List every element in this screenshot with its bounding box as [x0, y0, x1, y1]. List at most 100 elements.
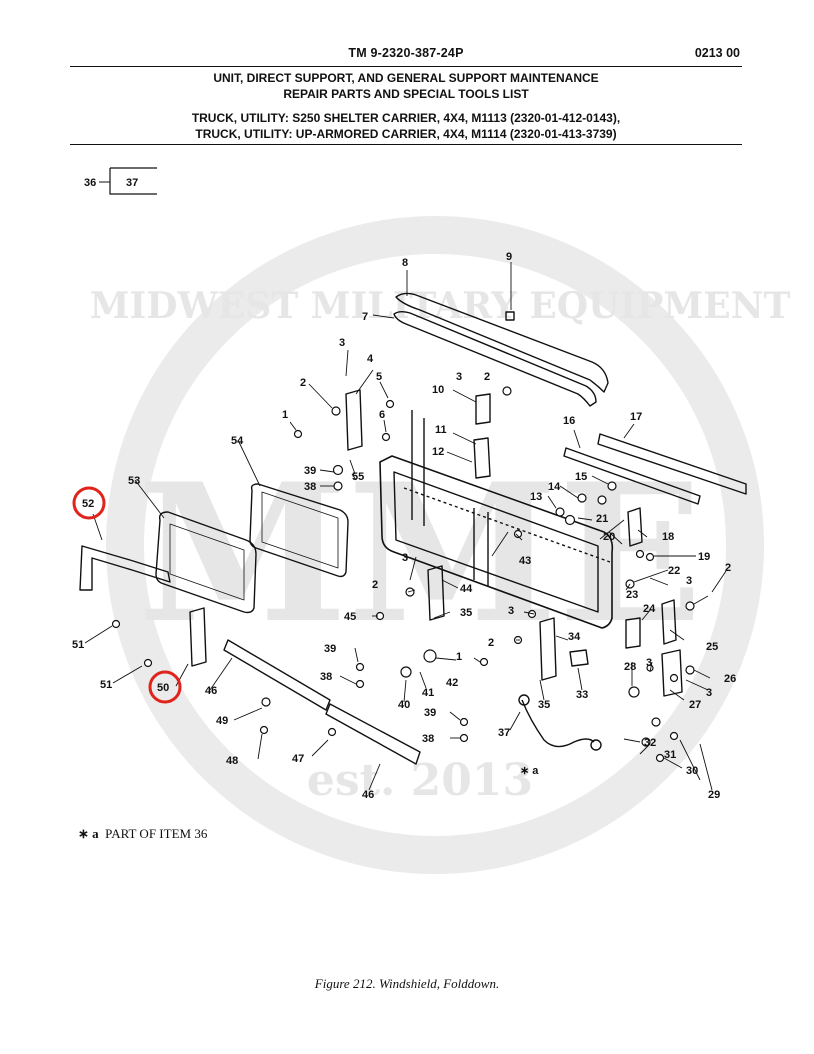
windshield-top-channel [395, 292, 609, 393]
callout-13: 13 [530, 491, 542, 503]
assembly-child-number: 37 [126, 177, 138, 189]
callout-3e: 3 [706, 687, 712, 699]
lower-rail-46-right [325, 703, 421, 765]
callout-7: 7 [362, 311, 368, 323]
callout-1b: 1 [456, 651, 462, 663]
windshield-top-seal [393, 311, 597, 407]
leader-lines [84, 262, 727, 791]
vehicle-line-1: TRUCK, UTILITY: S250 SHELTER CARRIER, 4X… [191, 111, 621, 125]
callout-24: 24 [643, 603, 656, 615]
ground-cable-37 [521, 699, 595, 748]
callout-19: 19 [698, 551, 710, 563]
callout-46b: 46 [362, 789, 374, 801]
callout-2e: 2 [488, 637, 494, 649]
callout-10: 10 [432, 384, 444, 396]
weatherstrip-17 [597, 433, 747, 495]
callout-6: 6 [379, 409, 385, 421]
vehicle-title: TRUCK, UTILITY: S250 SHELTER CARRIER, 4X… [70, 110, 742, 145]
footnote-text: PART OF ITEM 36 [105, 826, 208, 841]
callout-23: 23 [626, 589, 638, 601]
callout-9: 9 [506, 251, 512, 263]
callout-21: 21 [596, 513, 608, 525]
hinge-plate-50 [189, 607, 207, 667]
callout-11: 11 [435, 424, 447, 436]
watermark-center-text: MME [137, 442, 702, 665]
cable-end [590, 739, 602, 751]
callout-20: 20 [603, 531, 615, 543]
title-line-1: UNIT, DIRECT SUPPORT, AND GENERAL SUPPOR… [213, 71, 599, 85]
callout-2a: 2 [300, 377, 306, 389]
figure-caption: Figure 212. Windshield, Folddown. [314, 976, 500, 991]
callout-52: 52 [82, 498, 94, 510]
footnote: ∗ a PART OF ITEM 36 [78, 826, 207, 842]
callout-18: 18 [662, 531, 674, 543]
callout-29: 29 [708, 789, 720, 801]
callout-8: 8 [402, 257, 408, 269]
glass-seal [155, 511, 257, 614]
callout-37: 37 [498, 727, 510, 739]
hinge-bracket-52 [79, 545, 171, 591]
callout-15: 15 [575, 471, 587, 483]
latch-18 [627, 507, 643, 547]
windshield-glass [249, 483, 349, 578]
hinge-10 [475, 393, 491, 425]
callout-49: 49 [216, 715, 228, 727]
callout-34: 34 [568, 631, 581, 643]
tm-header-bar: TM 9-2320-387-24P 0213 00 [70, 46, 742, 67]
callout-4: 4 [367, 353, 374, 365]
callout-38b: 38 [320, 671, 332, 683]
frame-left-post [411, 410, 425, 526]
highlighted-callouts: 52 50 [72, 486, 182, 704]
windshield-frame-outer [379, 455, 614, 629]
callout-38c: 38 [422, 733, 434, 745]
callout-labels: 8 9 7 3 4 2 5 6 1 3 2 10 11 12 39 38 55 … [72, 251, 736, 801]
callout-39b: 39 [324, 643, 336, 655]
callout-2b: 2 [484, 371, 490, 383]
callout-45: 45 [344, 611, 356, 623]
callout-27: 27 [689, 699, 701, 711]
callout-44: 44 [460, 583, 473, 595]
callout-39c: 39 [424, 707, 436, 719]
watermark-bottom-text: est. 2013 [307, 755, 533, 806]
callout-3c: 3 [686, 575, 692, 587]
callout-53: 53 [128, 475, 140, 487]
callout-25: 25 [706, 641, 718, 653]
harness-part-note: ∗ a [520, 765, 539, 777]
callout-51b: 51 [100, 679, 112, 691]
footnote-marker: ∗ a [78, 826, 99, 841]
callout-38a: 38 [304, 481, 316, 493]
frame-center-post [473, 508, 489, 586]
hinge-4 [345, 389, 363, 451]
highlight-circle-50 [148, 670, 182, 704]
vehicle-line-2: TRUCK, UTILITY: UP-ARMORED CARRIER, 4X4,… [195, 127, 617, 141]
assembly-parent-number: 36 [84, 177, 96, 189]
watermark-logo: MME MIDWEST MILITARY EQUIPMENT est. 2013 [90, 216, 791, 874]
hinge-11 [473, 437, 491, 479]
callout-41: 41 [422, 687, 434, 699]
callout-16: 16 [563, 415, 575, 427]
callout-32: 32 [644, 737, 656, 749]
tm-number: TM 9-2320-387-24P [348, 46, 464, 60]
weatherstrip-16 [563, 447, 701, 505]
callout-55: 55 [352, 471, 364, 483]
callout-1a: 1 [282, 409, 288, 421]
callout-31: 31 [664, 749, 676, 761]
hinge-25 [661, 599, 677, 645]
manual-title: UNIT, DIRECT SUPPORT, AND GENERAL SUPPOR… [70, 70, 742, 102]
callout-47: 47 [292, 753, 304, 765]
callout-35a: 35 [460, 607, 472, 619]
callout-50: 50 [157, 682, 169, 694]
callout-17: 17 [630, 411, 642, 423]
bracket-27 [661, 649, 683, 697]
callout-54: 54 [231, 435, 244, 447]
callout-26: 26 [724, 673, 736, 685]
block-33 [569, 649, 589, 667]
work-package-number: 0213 00 [694, 46, 740, 60]
callout-3f: 3 [402, 552, 408, 564]
assembly-reference: 36 37 [84, 167, 157, 195]
highlight-circle-52 [72, 486, 106, 520]
hinge-24 [625, 617, 641, 649]
callout-39a: 39 [304, 465, 316, 477]
callout-5: 5 [376, 371, 382, 383]
hardware [111, 386, 695, 763]
